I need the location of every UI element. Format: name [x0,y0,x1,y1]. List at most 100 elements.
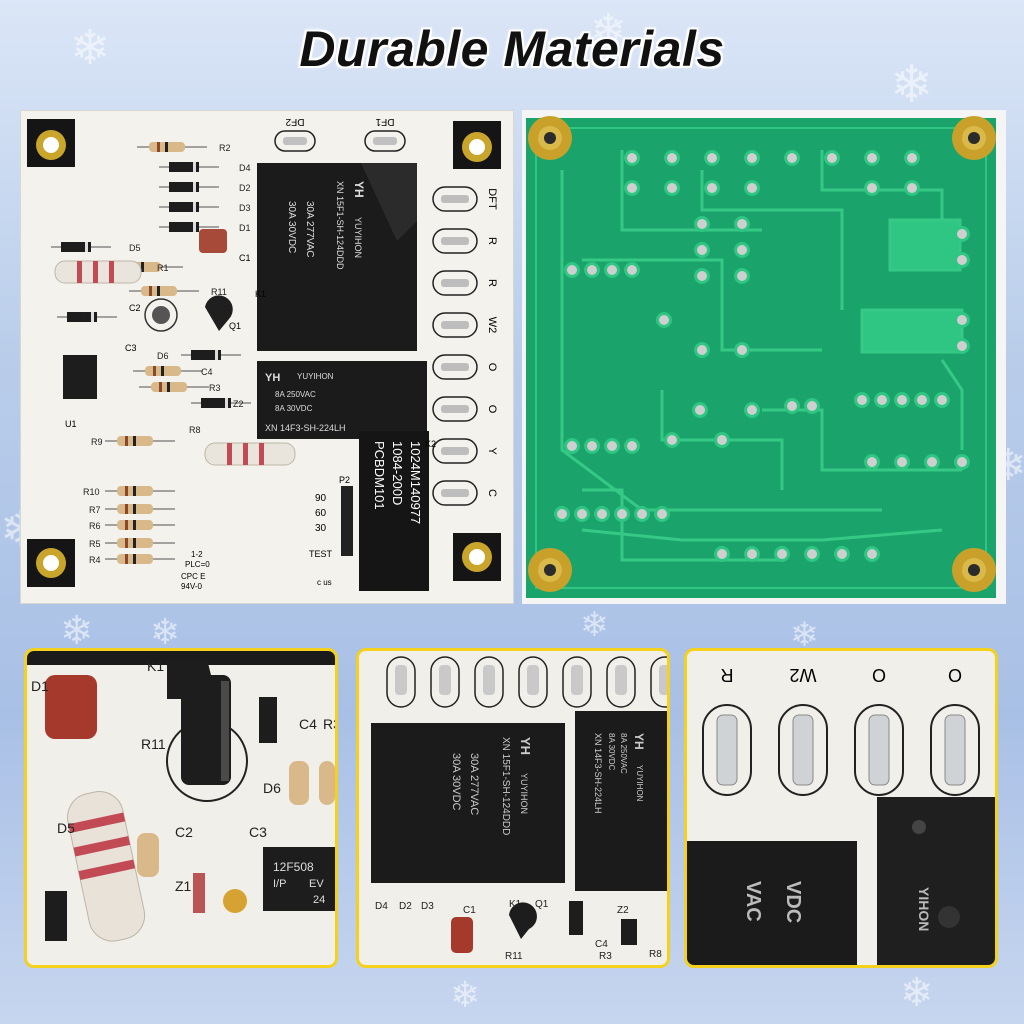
terminal-dft: DFT [432,186,498,212]
relay-part: XN 15F1-SH-124DDD [500,737,511,835]
mounting-hole [453,121,501,169]
terminal-r: R [432,228,498,254]
note: PLC=0 [185,560,210,569]
component-label: K2 [425,439,436,449]
transistor [167,659,217,699]
relay-maker: YUYIHON [519,773,529,814]
terminal-o: O [432,396,498,422]
terminal [386,656,416,708]
timer-jumper: P2 90 60 30 TEST c us [309,475,353,587]
solder-pad [954,226,970,242]
solder-pad [554,506,570,522]
terminal-r: R [702,665,752,796]
solder-pad [604,438,620,454]
relay-rating: 8A 250VAC [275,390,316,399]
diode [259,697,277,743]
component-label: D1 [239,223,251,233]
detail-relays-closeup: YH YUYIHON XN 15F1-SH-124DDD 30A 277VAC … [356,648,670,968]
solder-pad [804,546,820,562]
defrost-terminal: DF1 [364,116,406,152]
relay-text: YIHON [916,887,932,931]
terminal-w2: W2 [778,665,828,796]
diode: D5 [51,242,141,253]
solder-pad [614,506,630,522]
solder-pad [914,392,930,408]
solder-pad [664,150,680,166]
resistor: R5 [89,538,175,549]
copper-trace [620,150,762,232]
solder-pad [864,180,880,196]
solder-pad [954,338,970,354]
solder-pad [734,242,750,258]
terminal-label: Y [486,447,498,455]
electrolytic-capacitor [166,675,248,802]
df1-label: DF1 [375,116,394,127]
component-label: C2 [175,824,193,840]
ceramic-capacitor [223,889,247,913]
solder-pad [854,392,870,408]
diode: Z2 [191,398,251,409]
power-resistor [54,260,142,284]
solder-pad [714,432,730,448]
relay-brand: YH [265,372,280,384]
resistor: R8 [189,425,201,435]
component-label: D5 [129,243,141,253]
component-label: R6 [89,521,101,531]
component-label: D2 [239,183,251,193]
solder-pad [894,454,910,470]
detail-1-illustration: 12F508 I/P EV 24 D1 K1 R11 C4 R3 D6 C2 C… [27,651,335,965]
snowflake-icon: ❄ [900,970,934,1016]
relay-k1: YH YUYIHON XN 15F1-SH-124DDD 30A 277VAC … [371,723,565,883]
copper-trace [581,528,943,542]
component-label: C4 [201,367,213,377]
board-back-illustration [522,110,1006,604]
solder-pad [664,180,680,196]
solder-pad [664,432,680,448]
component-label: R11 [505,951,523,962]
resistor [289,761,309,805]
resistor: C4 [133,366,213,377]
terminal-label: W2 [486,317,498,334]
relay-edge: VAC VDC [687,841,857,965]
solder-pad [954,312,970,328]
timer-option: 60 [315,508,327,519]
component-label: R4 [89,555,101,565]
component-label: R11 [211,287,227,297]
copper-trace [582,488,782,562]
terminal-label: R [486,279,498,287]
terminal-label: C [486,489,498,497]
jumper-label: P2 [339,475,350,485]
headline: Durable Materials [299,21,725,77]
diode: D2 [159,182,251,193]
terminal-label: W2 [790,665,817,685]
component-label: R8 [649,949,662,960]
terminal [562,656,592,708]
terminal-label: O [872,665,886,685]
component-label: D6 [157,351,169,361]
component-label: R2 [219,143,231,153]
note: 1-2 [191,550,203,559]
solder-pad [624,438,640,454]
mounting-hole [27,119,75,167]
relay-brand: YH [518,737,533,755]
relay-rating: 30A 277VAC [304,201,315,258]
copper-trace [560,170,882,512]
component-label: C1 [463,905,476,916]
relay-text: VAC [742,881,764,922]
component-label: Z1 [175,878,192,894]
solder-pad [874,392,890,408]
solder-pad [894,392,910,408]
zener-diode [621,919,637,945]
solder-pad [624,180,640,196]
resistor: R2 [137,142,231,153]
note: 94V-0 [181,582,202,591]
relay-maker: YUYIHON [635,765,644,802]
capacitor-c1: C1 [199,229,251,263]
relay-rating: 30A 277VAC [468,753,480,815]
solder-pad [624,150,640,166]
component-label: C4 [595,939,608,950]
terminal-y: Y [432,438,498,464]
component-label: Q1 [229,321,241,331]
